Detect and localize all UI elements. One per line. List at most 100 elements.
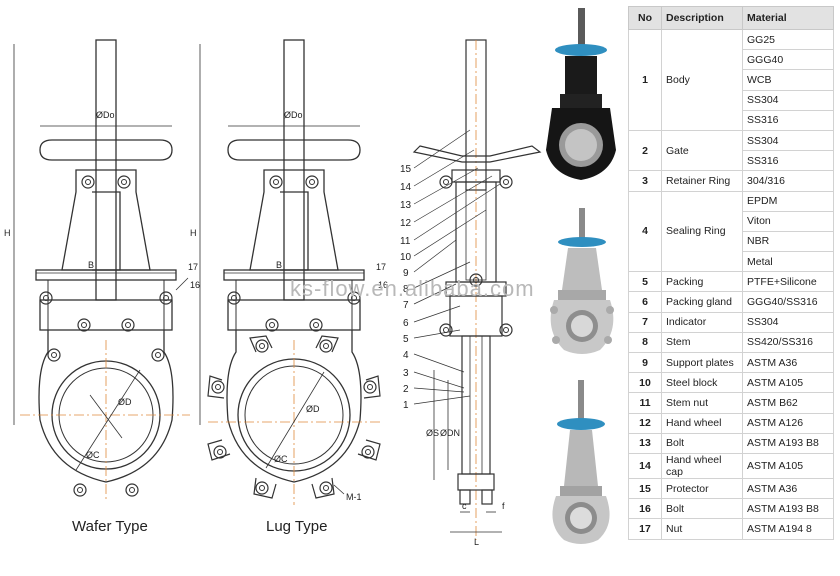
part-material: WCB: [742, 69, 834, 91]
dim-b-lug: B: [276, 260, 282, 270]
photo-valve-stainless-wafer: [552, 380, 610, 544]
dim-h-wafer: H: [4, 228, 11, 238]
part-description: Protector: [661, 477, 743, 500]
part-material: ASTM B62: [742, 392, 834, 414]
part-description: Steel block: [661, 372, 743, 394]
callout-2: 2: [403, 384, 409, 395]
part-number: 6: [628, 291, 662, 313]
part-description: Gate: [661, 129, 743, 172]
dim-m-lug: M-1: [346, 492, 362, 502]
part-material: SS304: [742, 89, 834, 111]
dim-do-lug: ØDo: [284, 110, 303, 120]
header-no: No: [628, 6, 662, 30]
dim-d-lug: ØD: [306, 404, 320, 414]
callout-5: 5: [403, 334, 409, 345]
part-material: SS420/SS316: [742, 331, 834, 354]
part-description: Stem nut: [661, 392, 743, 414]
callout-8: 8: [403, 284, 409, 295]
dim-dc-wafer: ØC: [86, 450, 100, 460]
part-material: NBR: [742, 230, 834, 253]
dim-c: c: [462, 501, 467, 511]
part-description: Hand wheel: [661, 412, 743, 434]
table-row: SS316: [629, 109, 834, 131]
caption-wafer-type: Wafer Type: [72, 518, 148, 535]
part-number: 15: [628, 477, 662, 500]
part-description: Stem: [661, 331, 743, 354]
callout-13: 13: [400, 200, 412, 211]
photo-valve-black: [546, 8, 616, 180]
section-view-drawing: [412, 39, 542, 540]
dim-b-wafer: B: [88, 260, 94, 270]
part-material: ASTM A194 8: [742, 518, 834, 540]
part-description: Packing gland: [661, 291, 743, 313]
part-description: Sealing Ring: [661, 190, 743, 273]
part-number: 10: [628, 372, 662, 394]
callout-4: 4: [403, 350, 409, 361]
callout-10: 10: [400, 252, 412, 263]
part-number: 11: [628, 392, 662, 414]
dim-dn: ØDN: [440, 428, 460, 438]
table-row: GGG40: [629, 49, 834, 71]
part-material: ASTM A126: [742, 412, 834, 434]
callout-3: 3: [403, 368, 409, 379]
part-description: Support plates: [661, 351, 743, 374]
part-number: 4: [628, 190, 662, 273]
table-row: SS304: [629, 89, 834, 111]
watermark: ks-flow.en.alibaba.com: [290, 276, 535, 301]
part-material: SS304: [742, 311, 834, 333]
lug-type-drawing: [199, 39, 381, 505]
part-material: 304/316: [742, 170, 834, 192]
header-material: Material: [742, 6, 834, 30]
part-material: ASTM A193 B8: [742, 432, 834, 454]
part-material: SS316: [742, 109, 834, 131]
part-material: ASTM A105: [742, 452, 834, 479]
dim-f: f: [502, 501, 505, 511]
part-number: 2: [628, 129, 662, 172]
caption-lug-type: Lug Type: [266, 518, 328, 535]
callout-1: 1: [403, 400, 409, 411]
table-row: WCB: [629, 69, 834, 91]
part-number: 1: [628, 29, 662, 131]
part-number: 12: [628, 412, 662, 434]
part-material: SS316: [742, 150, 834, 172]
part-material: GGG40/SS316: [742, 291, 834, 313]
callout-6: 6: [403, 318, 409, 329]
table-row: SS316: [629, 150, 834, 172]
part-description: Packing: [661, 271, 743, 293]
part-description: Hand wheel cap: [661, 452, 743, 479]
photo-valve-stainless-lug: [550, 208, 614, 354]
part-number: 13: [628, 432, 662, 454]
callout-15: 15: [400, 164, 412, 175]
part-material: ASTM A36: [742, 477, 834, 500]
part-description: Bolt: [661, 432, 743, 454]
part-number: 14: [628, 452, 662, 479]
part-material: EPDM: [742, 190, 834, 212]
part-number: 16: [628, 498, 662, 520]
dim-17-lug: 17: [376, 262, 386, 272]
header-description: Description: [661, 6, 743, 30]
part-description: Body: [661, 29, 743, 131]
part-material: SS304: [742, 129, 834, 152]
part-material: Metal: [742, 251, 834, 273]
part-number: 7: [628, 311, 662, 333]
callout-14: 14: [400, 182, 412, 193]
part-description: Retainer Ring: [661, 170, 743, 192]
callout-11: 11: [400, 236, 411, 247]
part-material: GG25: [742, 28, 834, 51]
dim-dc-lug: ØC: [274, 454, 288, 464]
